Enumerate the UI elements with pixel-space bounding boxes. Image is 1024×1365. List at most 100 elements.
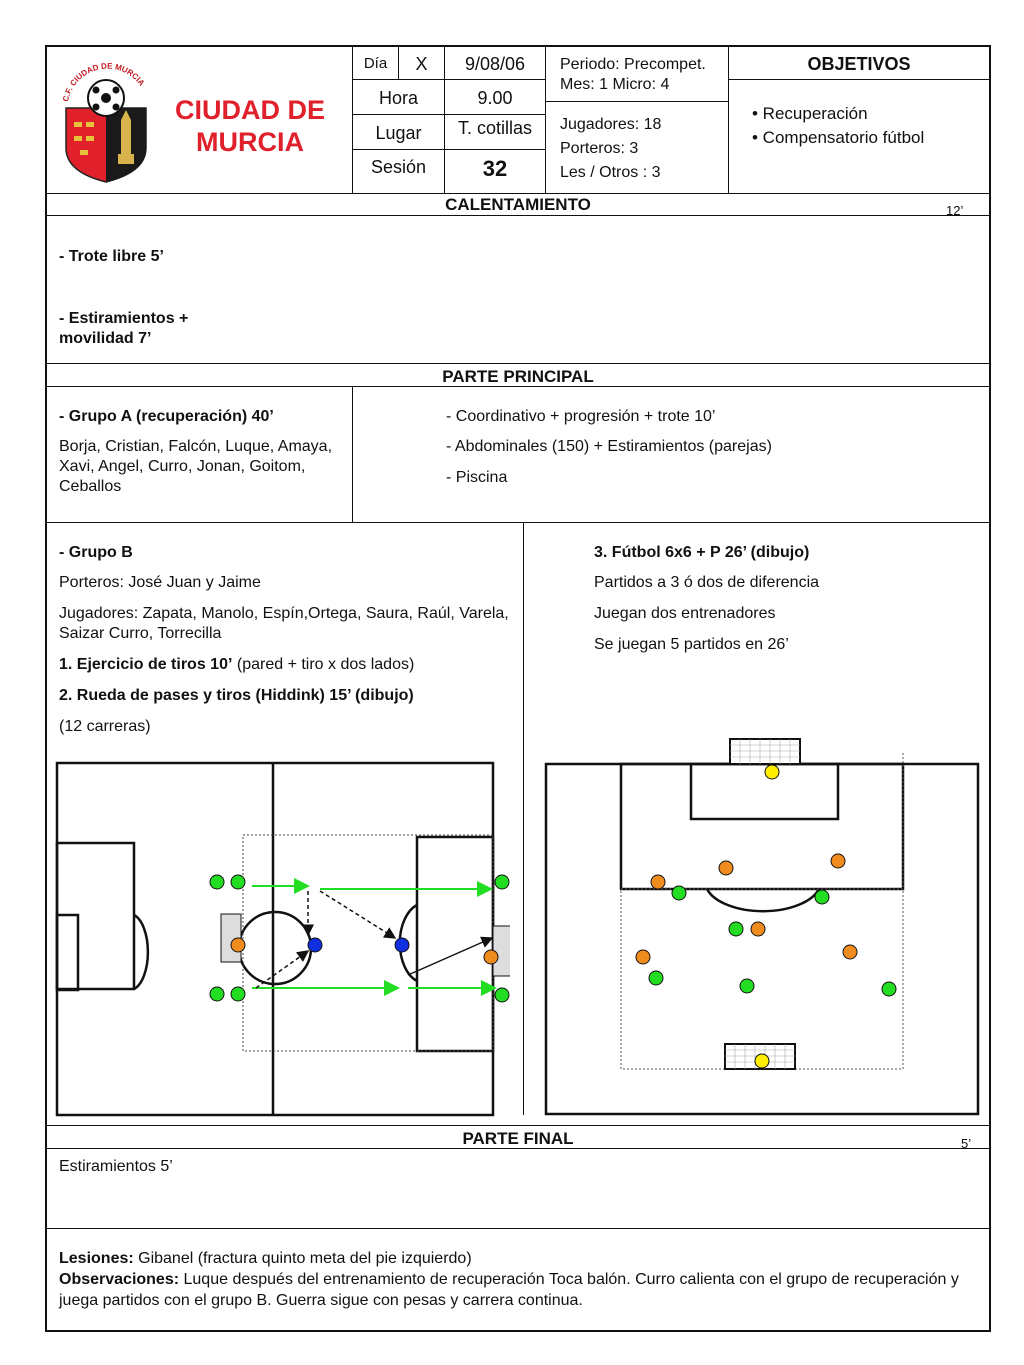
player-orange bbox=[830, 853, 846, 869]
grupo-b-jugadores: Jugadores: Zapata, Manolo, Espín,Ortega,… bbox=[59, 605, 509, 642]
club-name-line1: CIUDAD DE bbox=[174, 95, 325, 125]
club-crest: C.F. CIUDAD DE MURCIA bbox=[58, 60, 154, 184]
divider bbox=[352, 386, 353, 523]
goalkeeper-orange bbox=[483, 949, 499, 965]
shot-arrow bbox=[407, 936, 494, 976]
session-date: 9/08/06 bbox=[464, 54, 526, 74]
jugadores-count: Jugadores: 18 bbox=[560, 116, 662, 133]
divider bbox=[45, 215, 991, 216]
exercise-2-note: (12 carreras) bbox=[59, 718, 151, 735]
player-green bbox=[230, 874, 246, 890]
grupo-a-title: - Grupo A (recuperación) 40’ bbox=[59, 408, 274, 425]
mes-micro: Mes: 1 Micro: 4 bbox=[560, 76, 670, 93]
divider bbox=[352, 149, 546, 150]
goalkeeper-yellow bbox=[764, 764, 780, 780]
divider bbox=[398, 45, 399, 79]
exercise-3: 3. Fútbol 6x6 + P 26’ (dibujo) bbox=[594, 544, 810, 561]
player-green bbox=[671, 885, 687, 901]
divider bbox=[45, 363, 991, 364]
dia-mark: X bbox=[415, 54, 428, 74]
player-orange bbox=[750, 921, 766, 937]
lesiones-label: Lesiones: bbox=[59, 1250, 134, 1267]
grupo-a-task: - Piscina bbox=[446, 469, 508, 486]
hora-label: Hora bbox=[378, 88, 418, 108]
sesion-label: Sesión bbox=[370, 157, 427, 177]
player-green bbox=[728, 921, 744, 937]
divider bbox=[545, 45, 546, 193]
grupo-b-porteros: Porteros: José Juan y Jaime bbox=[59, 574, 261, 591]
frame-right bbox=[989, 45, 991, 1332]
objetivo-item: • Compensatorio fútbol bbox=[752, 128, 925, 147]
frame-bottom bbox=[45, 1330, 991, 1332]
grupo-b-title: - Grupo B bbox=[59, 544, 133, 561]
exercise-2: 2. Rueda de pases y tiros (Hiddink) 15’ … bbox=[59, 687, 414, 704]
section-title-calentamiento: CALENTAMIENTO bbox=[445, 195, 591, 214]
hora-value: 9.00 bbox=[477, 88, 513, 108]
exercise-3-line: Partidos a 3 ó dos de diferencia bbox=[594, 574, 820, 591]
drill-diagram-passing bbox=[55, 761, 510, 1117]
drill-diagram-6x6 bbox=[544, 738, 980, 1116]
frame-left bbox=[45, 45, 47, 1332]
lesiones: Lesiones: Gibanel (fractura quinto meta … bbox=[59, 1249, 472, 1269]
dia-label: Día bbox=[363, 55, 388, 72]
exercise-3-line: Se juegan 5 partidos en 26’ bbox=[594, 636, 789, 653]
frame-top bbox=[45, 45, 991, 47]
final-item: Estiramientos 5’ bbox=[59, 1158, 173, 1175]
les-otros-count: Les / Otros : 3 bbox=[560, 164, 661, 181]
grupo-a-task: - Abdominales (150) + Estiramientos (par… bbox=[446, 438, 772, 455]
player-blue bbox=[307, 937, 323, 953]
warmup-item: movilidad 7’ bbox=[59, 330, 152, 347]
player-orange bbox=[650, 874, 666, 890]
player-orange bbox=[635, 949, 651, 965]
divider bbox=[523, 522, 524, 1115]
divider bbox=[45, 522, 991, 523]
goalkeeper-yellow bbox=[754, 1053, 770, 1069]
run-arrow bbox=[319, 890, 397, 939]
player-green bbox=[209, 986, 225, 1002]
grupo-a-players: Borja, Cristian, Falcón, Luque, Amaya, X… bbox=[59, 438, 333, 495]
divider bbox=[45, 1125, 991, 1126]
divider bbox=[444, 45, 445, 193]
observaciones: Observaciones: Luque después del entrena… bbox=[59, 1269, 977, 1311]
exercise-1-detail: (pared + tiro x dos lados) bbox=[232, 656, 415, 673]
objetivo-item: • Recuperación bbox=[752, 104, 868, 123]
section-title-principal: PARTE PRINCIPAL bbox=[442, 367, 594, 386]
periodo: Periodo: Precompet. bbox=[560, 56, 706, 73]
divider bbox=[728, 79, 990, 80]
player-green bbox=[881, 981, 897, 997]
player-green bbox=[230, 986, 246, 1002]
divider bbox=[352, 45, 353, 193]
exercise-1-title: 1. Ejercicio de tiros 10’ bbox=[59, 656, 233, 673]
sesion-number: 32 bbox=[482, 156, 508, 181]
goalkeeper-orange bbox=[230, 937, 246, 953]
player-green bbox=[739, 978, 755, 994]
final-time: 5’ bbox=[961, 1136, 972, 1151]
grupo-a-task: - Coordinativo + progresión + trote 10’ bbox=[446, 408, 716, 425]
section-title-final: PARTE FINAL bbox=[462, 1129, 574, 1148]
observaciones-text: Luque después del entrenamiento de recup… bbox=[59, 1271, 959, 1309]
divider bbox=[45, 1148, 991, 1149]
player-blue bbox=[394, 937, 410, 953]
observaciones-label: Observaciones: bbox=[59, 1271, 180, 1288]
lugar-label: Lugar bbox=[375, 123, 422, 143]
player-orange bbox=[842, 944, 858, 960]
lesiones-text: Gibanel (fractura quinto meta del pie iz… bbox=[133, 1250, 472, 1267]
player-green bbox=[209, 874, 225, 890]
divider bbox=[352, 114, 546, 115]
player-green bbox=[648, 970, 664, 986]
divider bbox=[45, 386, 991, 387]
club-name-line2: MURCIA bbox=[196, 127, 304, 157]
warmup-item: - Estiramientos + bbox=[59, 310, 189, 327]
player-orange bbox=[718, 860, 734, 876]
warmup-item: - Trote libre 5’ bbox=[59, 248, 164, 265]
player-green bbox=[494, 987, 510, 1003]
lugar-value: T. cotillas bbox=[457, 118, 533, 138]
run-arrow bbox=[255, 950, 310, 989]
exercise-3-line: Juegan dos entrenadores bbox=[594, 605, 776, 622]
player-green bbox=[814, 889, 830, 905]
divider bbox=[545, 101, 729, 102]
calentamiento-time: 12’ bbox=[946, 203, 964, 218]
exercise-1: 1. Ejercicio de tiros 10’ (pared + tiro … bbox=[59, 655, 414, 675]
divider bbox=[352, 79, 546, 80]
porteros-count: Porteros: 3 bbox=[560, 140, 639, 157]
